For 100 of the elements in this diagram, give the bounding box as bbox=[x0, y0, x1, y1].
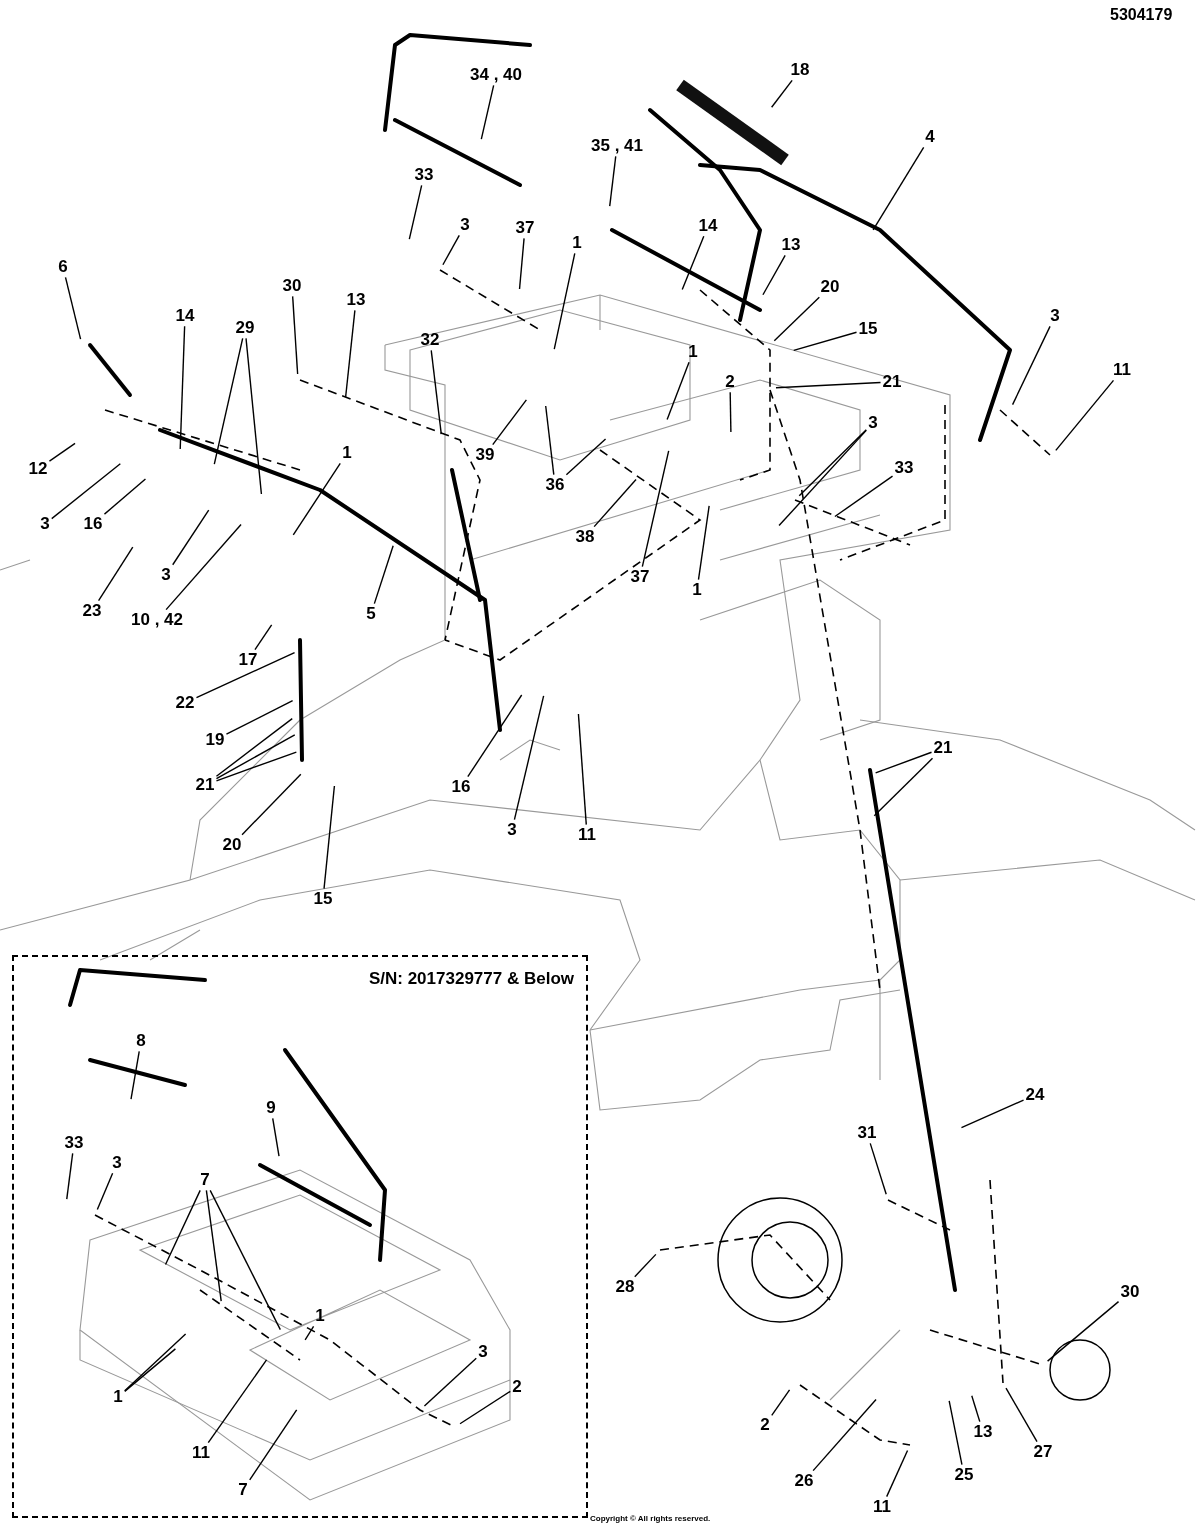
callout-number: 10 , 42 bbox=[131, 610, 183, 630]
leader-line bbox=[51, 463, 121, 520]
callout-number: 24 bbox=[1025, 1085, 1045, 1105]
callout-number: 21 bbox=[195, 775, 215, 795]
callout-number: 26 bbox=[794, 1471, 814, 1491]
leader-line bbox=[209, 1189, 281, 1331]
leader-line bbox=[513, 695, 545, 821]
leader-line bbox=[634, 1253, 657, 1278]
leader-line bbox=[1046, 1300, 1120, 1362]
leader-line bbox=[249, 1409, 298, 1481]
leader-line bbox=[1055, 379, 1115, 452]
callout-number: 2 bbox=[725, 372, 735, 392]
drawing-number: 5304179 bbox=[1110, 6, 1173, 24]
leader-line bbox=[48, 442, 76, 462]
leader-line bbox=[292, 462, 341, 536]
leader-line bbox=[793, 331, 858, 352]
callout-number: 11 bbox=[873, 1497, 891, 1517]
callout-number: 3 bbox=[868, 413, 878, 433]
leader-line bbox=[480, 84, 495, 140]
callout-number: 31 bbox=[857, 1123, 877, 1143]
callout-number: 7 bbox=[200, 1170, 210, 1190]
callout-number: 37 bbox=[515, 218, 535, 238]
leader-line bbox=[812, 1398, 877, 1472]
leader-line bbox=[165, 523, 242, 611]
callout-number: 13 bbox=[346, 290, 366, 310]
leader-line bbox=[553, 252, 576, 350]
callout-number: 30 bbox=[282, 276, 302, 296]
leader-line bbox=[172, 509, 210, 566]
leader-line bbox=[681, 235, 705, 291]
leader-line bbox=[971, 1395, 981, 1423]
callout-number: 38 bbox=[575, 527, 595, 547]
leader-line bbox=[770, 79, 793, 108]
leader-line bbox=[130, 1050, 140, 1100]
leader-line bbox=[64, 276, 82, 340]
leader-line bbox=[213, 337, 244, 465]
leader-line bbox=[430, 349, 442, 435]
leader-line bbox=[373, 545, 394, 605]
callout-number: 21 bbox=[882, 372, 902, 392]
callout-number: 22 bbox=[175, 693, 195, 713]
callout-number: 16 bbox=[451, 777, 471, 797]
leader-line bbox=[775, 381, 882, 389]
leader-line bbox=[124, 1348, 177, 1393]
callout-number: 6 bbox=[58, 257, 68, 277]
callout-number: 3 bbox=[460, 215, 470, 235]
leader-line bbox=[778, 429, 867, 527]
leader-line bbox=[798, 428, 867, 497]
inset-frame bbox=[12, 955, 588, 1518]
callout-number: 13 bbox=[973, 1422, 993, 1442]
callout-number: 1 bbox=[113, 1387, 123, 1407]
callout-number: 33 bbox=[414, 165, 434, 185]
callout-number: 4 bbox=[925, 127, 935, 147]
callout-number: 3 bbox=[40, 514, 50, 534]
leader-line bbox=[872, 146, 925, 231]
callout-number: 39 bbox=[475, 445, 495, 465]
callout-number: 3 bbox=[112, 1153, 122, 1173]
leader-line bbox=[215, 751, 298, 782]
leader-line bbox=[195, 651, 296, 699]
callout-number: 19 bbox=[205, 730, 225, 750]
callout-number: 33 bbox=[64, 1133, 84, 1153]
leader-line bbox=[948, 1400, 963, 1466]
leader-line bbox=[545, 405, 555, 476]
callout-number: 35 , 41 bbox=[591, 136, 643, 156]
callout-number: 9 bbox=[266, 1098, 276, 1118]
callout-number: 20 bbox=[222, 835, 242, 855]
leader-line bbox=[697, 505, 710, 581]
leader-line bbox=[272, 1117, 280, 1157]
callout-number: 2 bbox=[760, 1415, 770, 1435]
callout-number: 32 bbox=[420, 330, 440, 350]
callout-number: 21 bbox=[933, 738, 953, 758]
leader-line bbox=[291, 295, 299, 375]
leader-line bbox=[179, 325, 186, 450]
callout-number: 30 bbox=[1120, 1282, 1140, 1302]
callout-number: 28 bbox=[615, 1277, 635, 1297]
leader-line bbox=[771, 1389, 791, 1417]
callout-number: 11 bbox=[1113, 360, 1131, 380]
leader-line bbox=[241, 773, 302, 836]
callout-number: 3 bbox=[161, 565, 171, 585]
callout-number: 1 bbox=[315, 1306, 325, 1326]
inset-heading: S/N: 2017329777 & Below bbox=[368, 969, 574, 989]
callout-number: 12 bbox=[28, 459, 48, 479]
leader-line bbox=[729, 391, 732, 433]
leader-line bbox=[423, 1357, 477, 1407]
callout-number: 16 bbox=[83, 514, 103, 534]
leader-line bbox=[97, 546, 134, 602]
leader-line bbox=[459, 1390, 511, 1425]
leader-line bbox=[205, 1189, 222, 1302]
callout-number: 5 bbox=[366, 604, 376, 624]
leader-line bbox=[773, 296, 820, 342]
leader-line bbox=[666, 361, 690, 421]
leader-line bbox=[762, 254, 786, 296]
leader-line bbox=[96, 1172, 114, 1211]
leader-line bbox=[885, 1449, 909, 1498]
leader-line bbox=[124, 1333, 187, 1392]
callout-number: 11 bbox=[192, 1443, 210, 1463]
leader-line bbox=[874, 751, 933, 774]
leader-line bbox=[960, 1099, 1025, 1129]
leader-line bbox=[609, 155, 617, 207]
leader-line bbox=[164, 1189, 201, 1266]
callout-number: 3 bbox=[478, 1342, 488, 1362]
callout-number: 3 bbox=[507, 820, 517, 840]
